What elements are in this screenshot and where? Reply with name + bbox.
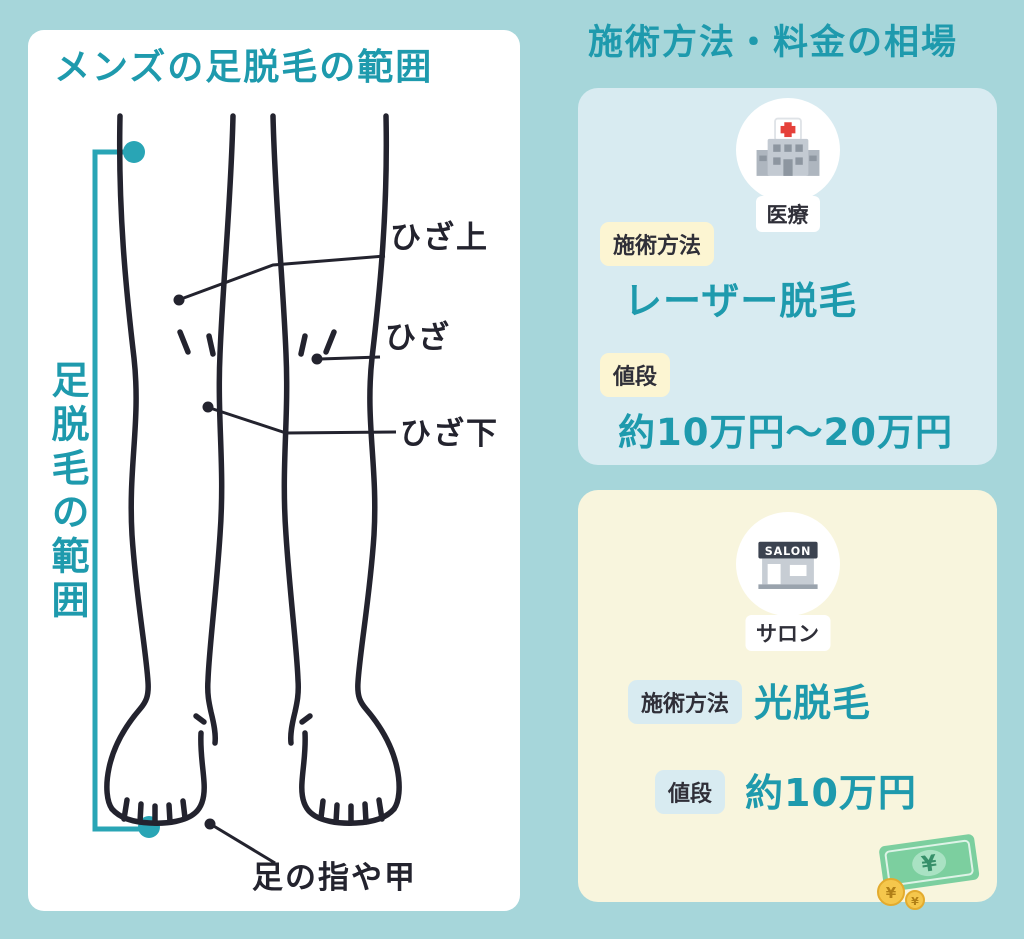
salon-tag: サロン [745,615,830,651]
salon-price-label-badge: 値段 [655,770,726,814]
label-below-knee: ひざ下 [400,416,499,452]
range-bracket [92,141,160,838]
salon-method-label-badge: 施術方法 [628,680,743,724]
salon-icon-circle: SALON [735,512,840,616]
pointer-lines [180,254,397,865]
pointer-dots [173,294,323,830]
leg-range-panel: メンズの足脱毛の範囲 [28,30,520,911]
bill-yen-symbol: ¥ [920,851,939,878]
medical-card: 医療 施術方法 レーザー脱毛 値段 約10万円〜20万円 [578,88,997,465]
label-foot: 足の指や甲 [252,860,417,896]
left-panel-title: メンズの足脱毛の範囲 [54,47,434,88]
salon-sign-text: SALON [764,545,811,558]
right-panel-title: 施術方法・料金の相場 [588,23,959,63]
money-icon: ¥ ¥ ¥ [877,834,980,910]
salon-card: SALON サロン 施術方法 光脱毛 値段 約10万円 ¥ ¥ ¥ [578,490,997,910]
label-above-knee: ひざ上 [390,220,489,256]
legs-outline [104,113,402,826]
coin-yen-symbol-small: ¥ [911,895,919,908]
vertical-range-label: 足脱毛の範囲 [45,360,89,624]
medical-method-label-badge: 施術方法 [600,222,715,266]
hospital-icon [756,117,819,176]
salon-method-value: 光脱毛 [754,681,872,725]
coin-yen-symbol: ¥ [886,884,897,902]
medical-method-value: レーザー脱毛 [624,279,858,323]
legs-illustration [92,113,402,865]
medical-icon-circle [735,98,840,202]
medical-tag: 医療 [755,196,820,232]
salon-price-value: 約10万円 [745,771,917,815]
storefront-icon: SALON [757,541,818,589]
medical-price-value: 約10万円〜20万円 [618,411,953,454]
label-knee: ひざ [385,320,451,356]
range-dot-top [123,141,145,163]
medical-price-label-badge: 値段 [600,353,671,397]
